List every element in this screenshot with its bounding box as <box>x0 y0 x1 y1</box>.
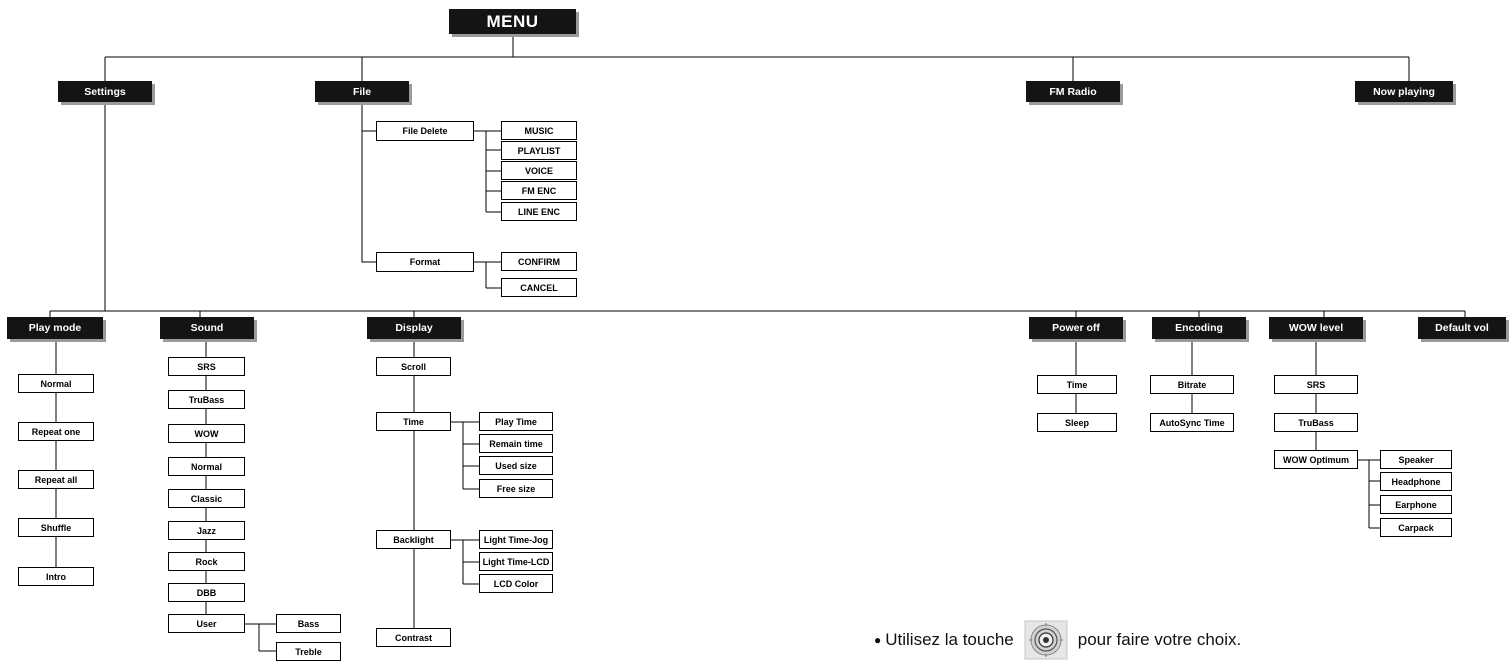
play-mode-menu[interactable]: Play mode <box>7 317 103 339</box>
display-contrast[interactable]: Contrast <box>376 628 451 647</box>
sound-classic[interactable]: Classic <box>168 489 245 508</box>
sound-wow[interactable]: WOW <box>168 424 245 443</box>
bullet: ● <box>874 633 882 647</box>
usage-note: ● Utilisez la touche pour faire votre ch… <box>874 620 1241 660</box>
power-off-menu[interactable]: Power off <box>1029 317 1123 339</box>
optimum-speaker[interactable]: Speaker <box>1380 450 1452 469</box>
power-off-sleep[interactable]: Sleep <box>1037 413 1117 432</box>
backlight-lcd-color[interactable]: LCD Color <box>479 574 553 593</box>
encoding-menu[interactable]: Encoding <box>1152 317 1246 339</box>
encoding-autosync-time[interactable]: AutoSync Time <box>1150 413 1234 432</box>
display-backlight[interactable]: Backlight <box>376 530 451 549</box>
user-treble[interactable]: Treble <box>276 642 341 661</box>
default-vol-menu[interactable]: Default vol <box>1418 317 1506 339</box>
note-text-after: pour faire votre choix. <box>1077 630 1242 649</box>
menu-root[interactable]: MENU <box>449 9 576 34</box>
optimum-carpack[interactable]: Carpack <box>1380 518 1452 537</box>
sound-dbb[interactable]: DBB <box>168 583 245 602</box>
file-delete-item[interactable]: File Delete <box>376 121 474 141</box>
now-playing-menu[interactable]: Now playing <box>1355 81 1453 102</box>
backlight-light-time-jog[interactable]: Light Time-Jog <box>479 530 553 549</box>
play-mode-normal[interactable]: Normal <box>18 374 94 393</box>
time-free-size[interactable]: Free size <box>479 479 553 498</box>
file-delete-voice[interactable]: VOICE <box>501 161 577 180</box>
sound-user[interactable]: User <box>168 614 245 633</box>
format-confirm[interactable]: CONFIRM <box>501 252 577 271</box>
optimum-headphone[interactable]: Headphone <box>1380 472 1452 491</box>
file-delete-line-enc[interactable]: LINE ENC <box>501 202 577 221</box>
sound-jazz[interactable]: Jazz <box>168 521 245 540</box>
time-play-time[interactable]: Play Time <box>479 412 553 431</box>
play-mode-shuffle[interactable]: Shuffle <box>18 518 94 537</box>
display-menu[interactable]: Display <box>367 317 461 339</box>
display-time[interactable]: Time <box>376 412 451 431</box>
display-scroll[interactable]: Scroll <box>376 357 451 376</box>
format-cancel[interactable]: CANCEL <box>501 278 577 297</box>
time-remain-time[interactable]: Remain time <box>479 434 553 453</box>
time-used-size[interactable]: Used size <box>479 456 553 475</box>
play-mode-repeat-one[interactable]: Repeat one <box>18 422 94 441</box>
wow-level-menu[interactable]: WOW level <box>1269 317 1363 339</box>
jog-dial-icon <box>1024 620 1068 660</box>
sound-srs[interactable]: SRS <box>168 357 245 376</box>
file-delete-playlist[interactable]: PLAYLIST <box>501 141 577 160</box>
note-text-before: Utilisez la touche <box>885 630 1014 649</box>
settings-menu[interactable]: Settings <box>58 81 152 102</box>
sound-menu[interactable]: Sound <box>160 317 254 339</box>
sound-normal[interactable]: Normal <box>168 457 245 476</box>
file-delete-fm-enc[interactable]: FM ENC <box>501 181 577 200</box>
power-off-time[interactable]: Time <box>1037 375 1117 394</box>
user-bass[interactable]: Bass <box>276 614 341 633</box>
file-delete-music[interactable]: MUSIC <box>501 121 577 140</box>
wow-optimum[interactable]: WOW Optimum <box>1274 450 1358 469</box>
optimum-earphone[interactable]: Earphone <box>1380 495 1452 514</box>
format-item[interactable]: Format <box>376 252 474 272</box>
wow-srs[interactable]: SRS <box>1274 375 1358 394</box>
wow-trubass[interactable]: TruBass <box>1274 413 1358 432</box>
sound-trubass[interactable]: TruBass <box>168 390 245 409</box>
backlight-light-time-lcd[interactable]: Light Time-LCD <box>479 552 553 571</box>
file-menu[interactable]: File <box>315 81 409 102</box>
sound-rock[interactable]: Rock <box>168 552 245 571</box>
play-mode-intro[interactable]: Intro <box>18 567 94 586</box>
encoding-bitrate[interactable]: Bitrate <box>1150 375 1234 394</box>
fm-radio-menu[interactable]: FM Radio <box>1026 81 1120 102</box>
play-mode-repeat-all[interactable]: Repeat all <box>18 470 94 489</box>
